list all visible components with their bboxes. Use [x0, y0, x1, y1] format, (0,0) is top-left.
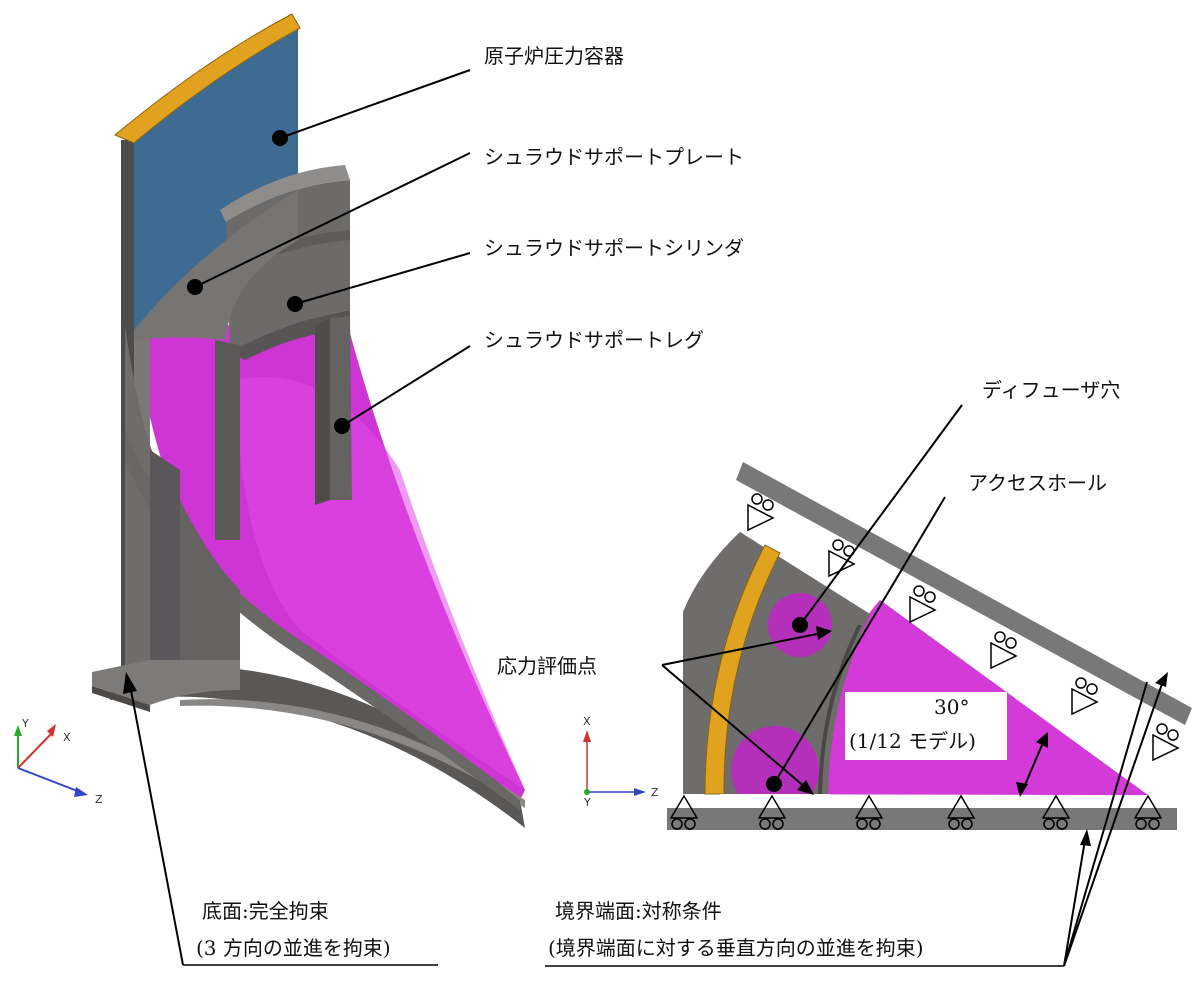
angle-arc-head-top	[1036, 732, 1048, 748]
bottom-support-bar	[667, 808, 1177, 830]
bottom-flange	[92, 660, 240, 705]
cylinder-lower	[230, 310, 350, 360]
label-access: アクセスホール	[968, 471, 1107, 495]
model-3d	[92, 13, 525, 966]
boundary-arrow-1-head	[1080, 829, 1091, 846]
cylinder-band	[226, 230, 350, 275]
lower-curved-body	[125, 430, 520, 810]
label-cylinder: シュラウドサポートシリンダ	[484, 236, 744, 260]
cylinder-leader	[294, 252, 471, 305]
label-angle: 30°	[934, 695, 969, 719]
axis-z-2d: Z	[651, 786, 659, 799]
axis-y-2d: Y	[583, 796, 591, 809]
axis-x-3d: X	[63, 731, 71, 744]
label-boundary-note: (境界端面に対する垂直方向の並進を拘束)	[548, 936, 924, 960]
boundary-arrow-1	[1063, 839, 1086, 967]
label-leg: シュラウドサポートレグ	[484, 328, 704, 352]
bottom-flange-side	[92, 686, 150, 712]
shroud-cylinder-line	[818, 624, 862, 795]
plate-gray	[134, 190, 298, 340]
label-model: (1/12 モデル)	[849, 729, 976, 753]
leg-right-face	[315, 318, 330, 505]
label-stress: 応力評価点	[497, 654, 597, 678]
plate-leader	[194, 152, 471, 288]
boundary-arrow-3	[1063, 681, 1148, 967]
diffuser-leader	[799, 404, 963, 626]
label-bottom-note: (3 方向の並進を拘束)	[196, 936, 391, 960]
angle-label-bg	[845, 692, 1007, 760]
label-rpv: 原子炉圧力容器	[484, 44, 624, 68]
axis-y-3d: Y	[21, 717, 29, 730]
stress-arrow-top-head	[816, 626, 832, 640]
rpv-orange-rim	[114, 13, 301, 144]
bottom-arrow-head	[123, 672, 137, 694]
plate-shading	[235, 376, 525, 790]
rpv-blue-panel	[134, 25, 298, 330]
cylinder-top	[220, 165, 350, 222]
leg-right	[330, 316, 352, 500]
bottom-arrow-line	[129, 684, 184, 966]
label-boundary-title: 境界端面:対称条件	[555, 899, 722, 923]
leg-left	[215, 340, 240, 540]
axis-triad-2d: X Y Z	[583, 715, 659, 809]
model-2d	[545, 404, 1192, 967]
sector-gray-ring	[683, 532, 870, 794]
stress-arrow-bottom	[661, 664, 807, 789]
inner-web	[150, 450, 180, 690]
stress-arrow-bottom-head	[797, 780, 814, 795]
boundary-arrow-2	[1063, 683, 1163, 967]
access-leader	[773, 496, 946, 785]
axis-triad-3d: Y X Z	[14, 717, 103, 806]
stress-arrow-top	[661, 632, 823, 666]
label-plate: シュラウドサポートプレート	[484, 145, 744, 169]
leg-leader	[341, 345, 471, 427]
lower-web	[180, 500, 240, 690]
boundary-arrow-2-head	[1155, 672, 1168, 687]
label-diffuser: ディフューザ穴	[982, 378, 1120, 402]
access-hole	[731, 726, 819, 814]
label-bottom-title: 底面:完全拘束	[202, 899, 329, 923]
angle-arc-head-bottom	[1016, 782, 1028, 797]
plate-edge-top	[180, 699, 525, 808]
roller-supports-bottom	[669, 794, 1163, 830]
top-support-bar	[736, 462, 1192, 725]
rpv-leader	[279, 69, 471, 139]
axis-x-2d: X	[583, 715, 591, 728]
axis-z-3d: Z	[95, 793, 103, 806]
sector-orange-ring	[704, 544, 781, 795]
